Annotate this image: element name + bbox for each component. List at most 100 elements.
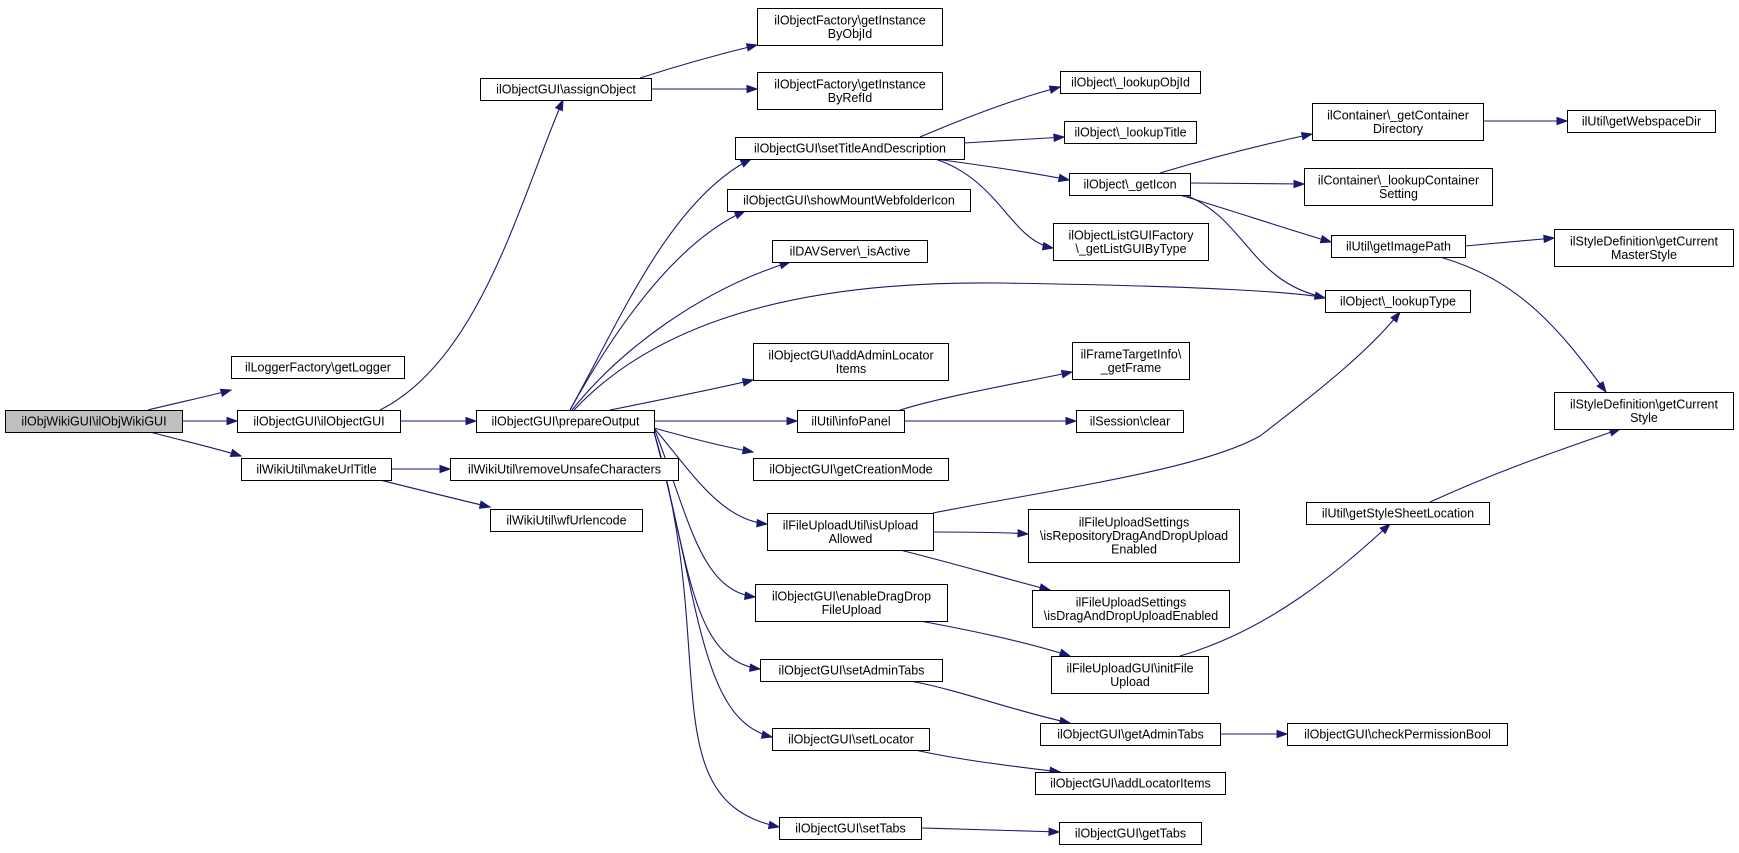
edge-settabs-gettabs [920,827,1061,837]
edge-isupload-isdrag [899,549,1052,592]
node-label: ilUtil\getStyleSheetLocation [1322,507,1474,521]
arrowhead-icon [226,416,239,426]
node-label-line: ilFileUploadSettings [1076,595,1186,609]
node-box [1035,772,1226,795]
edge-line [571,261,791,411]
node-label: ilFrameTargetInfo\_getFrame [1081,347,1182,375]
node-label-line: ilUtil\infoPanel [811,415,890,429]
edge-prepout-addadmin [609,378,755,411]
edge-root-objgui [181,416,239,426]
node-label-line: ilObject\_getIcon [1083,178,1176,192]
node-label: ilSession\clear [1090,415,1171,429]
edge-prepout-enabledrag [653,427,757,600]
node-geticon[interactable]: ilObject\_getIcon [1069,173,1191,196]
node-box [757,72,943,110]
node-logger[interactable]: ilLoggerFactory\getLogger [231,356,405,379]
node-assign[interactable]: ilObjectGUI\assignObject [480,78,652,101]
node-getframe[interactable]: ilFrameTargetInfo\_getFrame [1072,342,1190,380]
node-label-line: ilFileUploadGUI\initFile [1066,661,1193,675]
node-box [753,458,949,481]
node-getimagepath[interactable]: ilUtil\getImagePath [1331,235,1466,258]
node-lookuptitle[interactable]: ilObject\_lookupTitle [1064,121,1197,144]
node-root[interactable]: ilObjWikiGUI\ilObjWikiGUI [5,410,183,433]
node-removeunsafe[interactable]: ilWikiUtil\removeUnsafeCharacters [450,458,679,481]
edge-line [932,531,1029,535]
node-label: ilObjectGUI\setTabs [795,822,905,836]
node-box [1051,656,1209,694]
node-label-line: ilObjectFactory\getInstance [774,13,926,27]
edge-infopanel-getframe [899,369,1074,411]
node-isrepodrag[interactable]: ilFileUploadSettings\isRepositoryDragAnd… [1028,509,1240,563]
node-infopanel[interactable]: ilUtil\infoPanel [797,410,905,433]
node-lookuptype[interactable]: ilObject\_lookupType [1325,290,1471,313]
node-getadmintabs[interactable]: ilObjectGUI\getAdminTabs [1040,723,1221,746]
node-label: ilObjectGUI\getCreationMode [769,463,932,477]
node-label-line: ilObjectGUI\setAdminTabs [779,664,925,678]
node-label-line: ilUtil\getImagePath [1346,240,1451,254]
node-box [5,410,183,433]
edge-prepout-creationmode [653,427,755,455]
node-label-line: ilObject\_lookupTitle [1074,126,1186,140]
arrowhead-icon [745,43,759,52]
edge-prepout-settitle [569,158,753,411]
node-box [753,343,949,381]
node-label: ilObject\_lookupObjId [1071,76,1190,90]
node-label-line: _getFrame [1100,361,1161,375]
node-getwebspace[interactable]: ilUtil\getWebspaceDir [1567,110,1716,133]
node-label-line: ilObjectGUI\showMountWebfolderIcon [743,194,955,208]
node-label: ilWikiUtil\makeUrlTitle [256,463,376,477]
edge-line [920,827,1060,833]
node-box [450,458,679,481]
node-box [757,8,943,46]
arrowhead-icon [746,84,759,94]
edge-settitle-lookuptitle [963,133,1066,144]
node-lookupobjid[interactable]: ilObject\_lookupObjId [1060,71,1201,94]
node-makeurl[interactable]: ilWikiUtil\makeUrlTitle [241,458,392,481]
node-creationmode[interactable]: ilObjectGUI\getCreationMode [753,458,949,481]
node-setlocator[interactable]: ilObjectGUI\setLocator [772,728,930,751]
node-addlocitems[interactable]: ilObjectGUI\addLocatorItems [1035,772,1226,795]
node-label-line: ilFileUploadUtil\isUpload [783,518,919,532]
node-listguifactory[interactable]: ilObjectListGUIFactory\_getListGUIByType [1053,223,1209,261]
node-setadmintabs[interactable]: ilObjectGUI\setAdminTabs [760,659,943,682]
node-gettabs[interactable]: ilObjectGUI\getTabs [1059,822,1202,845]
node-davactive[interactable]: ilDAVServer\_isActive [772,240,928,263]
node-wfurl[interactable]: ilWikiUtil\wfUrlencode [490,509,643,532]
node-box [1076,410,1184,433]
node-box [1069,173,1191,196]
node-showmount[interactable]: ilObjectGUI\showMountWebfolderIcon [727,189,971,212]
edge-getimagepath-currstyle [1439,256,1607,394]
edge-root-logger [147,388,233,411]
node-label: ilObjectGUI\addLocatorItems [1050,777,1211,791]
node-settabs[interactable]: ilObjectGUI\setTabs [779,817,922,840]
node-checkperm[interactable]: ilObjectGUI\checkPermissionBool [1287,723,1508,746]
node-objgui[interactable]: ilObjectGUI\ilObjectGUI [237,410,401,433]
node-label-line: ilLoggerFactory\getLogger [245,361,391,375]
node-box [1032,590,1230,628]
arrowhead-icon [1379,523,1392,535]
edge-initfile-getstylesheet [1179,523,1392,657]
edge-makeurl-removeunsafe [391,464,452,474]
edge-prepout-isupload [653,427,769,528]
node-settitle[interactable]: ilObjectGUI\setTitleAndDescription [735,137,965,160]
node-label-line: ilObjectFactory\getInstance [774,77,926,91]
edge-line [1429,428,1621,503]
node-label-line: ilObjectGUI\setLocator [788,733,914,747]
node-isdrag[interactable]: ilFileUploadSettings\isDragAndDropUpload… [1032,590,1230,628]
node-prepout[interactable]: ilObjectGUI\prepareOutput [476,410,655,433]
node-label-line: ByObjId [828,27,873,41]
node-getstylesheet[interactable]: ilUtil\getStyleSheetLocation [1306,502,1490,525]
node-sessclear[interactable]: ilSession\clear [1076,410,1184,433]
